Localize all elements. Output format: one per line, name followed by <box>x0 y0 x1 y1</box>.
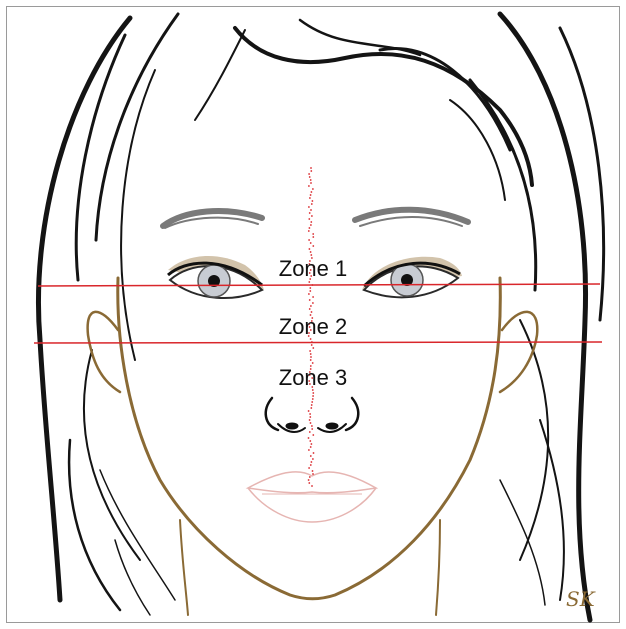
midline-dot <box>308 449 310 451</box>
midline-dot <box>313 452 315 454</box>
midline-dot <box>308 482 310 484</box>
midline-dot <box>310 167 312 169</box>
midline-dot <box>312 233 314 235</box>
midline-dot <box>309 440 311 442</box>
midline-dot <box>312 245 314 247</box>
midline-dot <box>309 350 311 352</box>
right-eye <box>362 257 462 298</box>
midline-dot <box>311 344 313 346</box>
midline-dot <box>311 485 313 487</box>
midline-dot <box>311 428 313 430</box>
midline-dot <box>309 413 311 415</box>
midline-dot <box>309 197 311 199</box>
midline-dot <box>309 419 311 421</box>
midline-dot <box>309 476 311 478</box>
zone-2-label: Zone 2 <box>279 314 348 339</box>
midline-dot <box>309 299 311 301</box>
midline-dot <box>310 242 312 244</box>
artist-signature: SK <box>566 587 596 611</box>
zone-line-2 <box>34 342 602 343</box>
midline-dot <box>308 293 310 295</box>
midline-dot <box>310 353 312 355</box>
midline-dot <box>308 185 310 187</box>
midline-dot <box>312 398 314 400</box>
midline-dot <box>310 221 312 223</box>
midline-dot <box>311 311 313 313</box>
midline-dot <box>310 359 312 361</box>
midline-dot <box>310 305 312 307</box>
zone-1-label: Zone 1 <box>279 256 348 281</box>
midline-dot <box>309 431 311 433</box>
midline-dot <box>310 446 312 448</box>
midline-dot <box>309 212 311 214</box>
midline-dot <box>310 224 312 226</box>
nose <box>266 398 359 432</box>
midline-dot <box>309 290 311 292</box>
midline-dot <box>308 479 310 481</box>
zone-3-label: Zone 3 <box>279 365 348 390</box>
midline-dot <box>308 230 310 232</box>
midline-dot <box>310 356 312 358</box>
midline-dot <box>310 422 312 424</box>
midline-dot <box>308 281 310 283</box>
midline-dot <box>310 251 312 253</box>
midline-dot <box>312 392 314 394</box>
midline-dot <box>310 209 312 211</box>
midline-dot <box>312 200 314 202</box>
midline-dot <box>311 401 313 403</box>
midline-dot <box>308 173 310 175</box>
midline-dot <box>312 347 314 349</box>
midline-dot <box>312 296 314 298</box>
midline-dot <box>308 467 310 469</box>
midline-dot <box>309 287 311 289</box>
midline-dot <box>312 362 314 364</box>
midline-dot <box>312 473 314 475</box>
midline-dot <box>312 395 314 397</box>
left-eye <box>168 256 264 298</box>
eyebrows <box>163 210 468 228</box>
midline-dot <box>312 458 314 460</box>
midline-dot <box>309 227 311 229</box>
midline-dot <box>310 455 312 457</box>
midline-dot <box>312 470 314 472</box>
midline-dot <box>310 464 312 466</box>
midline-dot <box>311 203 313 205</box>
midline-dot <box>308 410 310 412</box>
midline-dot <box>310 179 312 181</box>
midline-dot <box>310 182 312 184</box>
midline-dot <box>309 416 311 418</box>
midline-dot <box>308 239 310 241</box>
midline-dot <box>311 404 313 406</box>
midline-dot <box>308 437 310 439</box>
lips <box>248 472 376 522</box>
midline-dot <box>312 302 314 304</box>
midline-dot <box>311 443 313 445</box>
midline-dot <box>311 425 313 427</box>
midline-dot <box>308 206 310 208</box>
midline-dot <box>311 191 313 193</box>
midline-dot <box>310 170 312 172</box>
midline-dot <box>312 188 314 190</box>
midline-dot <box>310 194 312 196</box>
midline-dot <box>312 434 314 436</box>
midline-dot <box>312 236 314 238</box>
midline-dot <box>309 308 311 310</box>
midline-dot <box>309 176 311 178</box>
midline-dot <box>309 248 311 250</box>
midline-dot <box>310 407 312 409</box>
midline-dot <box>308 218 310 220</box>
midline-dot <box>311 215 313 217</box>
midline-dot <box>311 461 313 463</box>
